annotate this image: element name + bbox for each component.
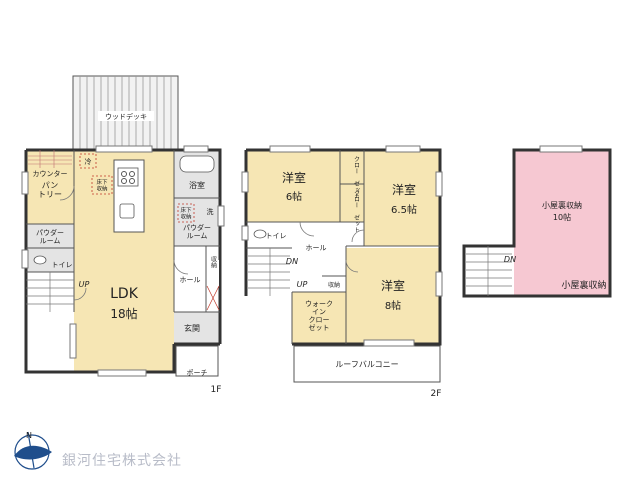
attic-stair-area <box>464 246 514 296</box>
toilet-1f-label: トイレ <box>52 261 73 269</box>
fridge-label: 冷 <box>85 157 92 166</box>
toilet-2f-label: トイレ <box>266 232 287 240</box>
porch-label: ポーチ <box>187 369 208 377</box>
pantry-area <box>26 150 74 224</box>
attic-room <box>514 150 610 296</box>
bedroom1-label: 洋室 <box>282 170 306 185</box>
up-2f-label: UP <box>297 280 308 289</box>
toilet-1f <box>33 255 47 265</box>
bedroom2-label: 洋室 <box>392 182 416 197</box>
wic-area <box>292 292 346 344</box>
hall-1f-label: ホール <box>180 276 201 284</box>
powder-room-2-label: パウダールーム <box>36 228 64 245</box>
bedroom3-area <box>346 248 440 344</box>
porch <box>175 345 219 377</box>
up-1f-label: UP <box>79 280 90 289</box>
bedroom2-size-label: 6.5帖 <box>391 203 417 216</box>
powder-room-label: パウダールーム <box>183 223 211 240</box>
bathtub <box>179 155 215 173</box>
closet2-label: クローゼット <box>353 190 360 233</box>
entrance-area <box>174 312 220 344</box>
floor2-label: 2F <box>431 389 442 399</box>
roof-balcony <box>293 345 441 383</box>
attic-room-label: 小屋裏収納 <box>542 200 582 210</box>
ldk-label: LDK <box>110 286 139 302</box>
under-floor-storage-label: 床下収納 <box>96 178 108 192</box>
bedroom2-area <box>364 150 440 246</box>
roof-balcony-label: ルーフバルコニー <box>335 360 398 369</box>
ldk-size-label: 18帖 <box>110 306 137 321</box>
attic-plan: 小屋裏収納 10帖 DN 小屋裏収納 <box>462 145 612 298</box>
closet1-area <box>340 150 364 184</box>
stove <box>117 167 139 187</box>
compass-needle <box>27 431 35 469</box>
washer-label: 洗 <box>207 207 214 216</box>
floor2-plan: 洋室 6帖 クローゼット クローゼット 洋室 6.5帖 トイレ ホール DN U… <box>241 145 443 399</box>
underfloor-dashed-box-2 <box>177 203 195 223</box>
attic-dn-label: DN <box>504 255 516 264</box>
dn-2f-label: DN <box>286 257 298 266</box>
storage-2f-label: 収納 <box>328 281 340 289</box>
bedroom3-label: 洋室 <box>381 278 405 293</box>
floor1-plan: ウッドデッキ <box>21 75 225 395</box>
entrance-label: 玄関 <box>184 323 200 333</box>
storage-1f-label: 収納 <box>210 256 217 269</box>
toilet-2f <box>253 229 267 239</box>
hall-2f-label: ホール <box>306 244 327 252</box>
attic-size-label: 10帖 <box>553 212 571 222</box>
pantry-label: パントリー <box>38 181 62 199</box>
company-name: 銀河住宅株式会社 <box>62 453 182 469</box>
underfloor-dashed-box <box>91 175 113 195</box>
bedroom1-size-label: 6帖 <box>286 190 302 203</box>
counter-label: カウンター <box>33 169 68 178</box>
company-logo: N <box>14 431 52 470</box>
wood-deck-label: ウッドデッキ <box>105 112 147 121</box>
floor1-label: 1F <box>211 385 222 395</box>
logo-swirl <box>14 445 52 460</box>
washroom-area <box>174 198 220 246</box>
under-floor-storage-2-label: 床下収納 <box>180 206 192 220</box>
closet1-label: クローゼット <box>353 156 360 199</box>
bedroom3-size-label: 8帖 <box>385 299 401 312</box>
wic-label: ウォークインクローゼット <box>305 300 333 332</box>
bedroom1-area <box>246 150 340 222</box>
fridge-dashed-box <box>79 153 97 169</box>
kitchen-sink <box>119 203 135 219</box>
attic-floor-label: 小屋裏収納 <box>561 279 606 291</box>
compass-label: N <box>26 431 32 440</box>
closet2-area <box>340 184 364 222</box>
bath-label: 浴室 <box>189 180 205 190</box>
